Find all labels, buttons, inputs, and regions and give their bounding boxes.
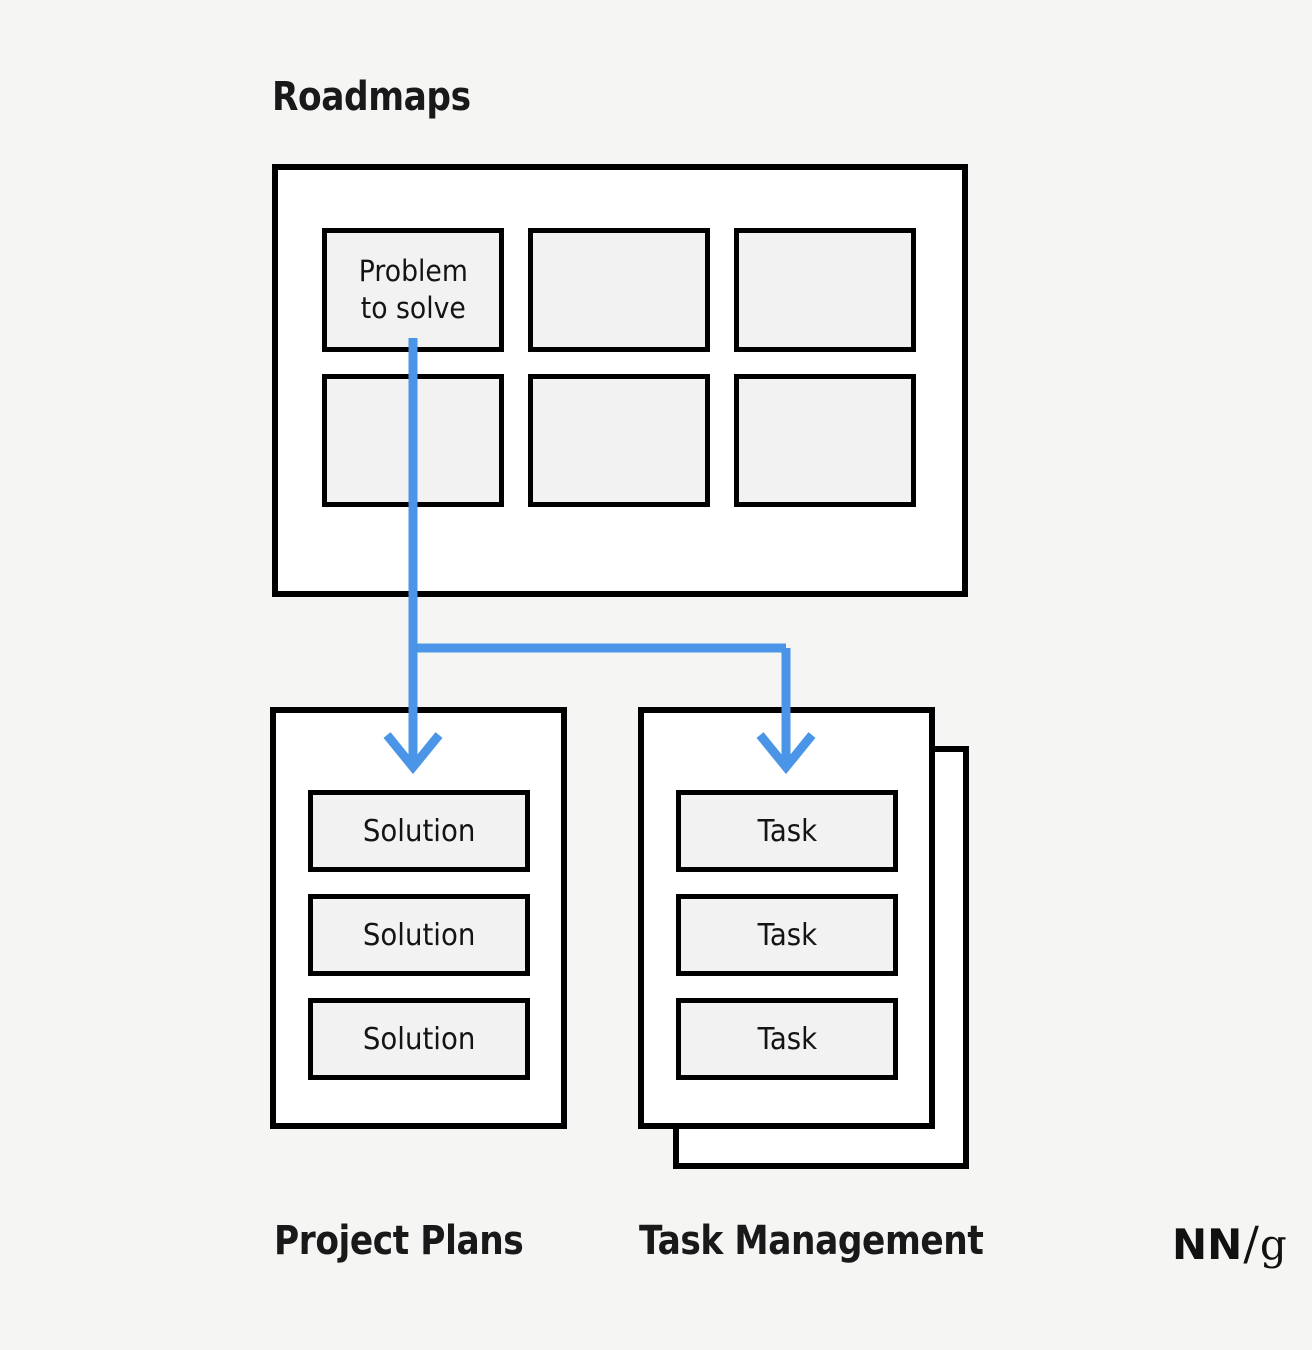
roadmap-panel: Problem to solve [272,164,968,597]
roadmap-cell-label: Problem to solve [358,253,468,325]
caption-task-management: Task Management [639,1218,984,1264]
list-item[interactable]: Solution [308,998,530,1080]
solution-list: Solution Solution Solution [308,790,530,1080]
task-management-panel: Task Task Task [638,707,935,1129]
logo-nn-text: NN [1172,1220,1243,1269]
solution-label: Solution [362,917,476,953]
list-item[interactable]: Task [676,894,898,976]
roadmap-cell-grid: Problem to solve [322,228,920,507]
logo-slash-text: / [1243,1216,1259,1270]
nng-logo: NN / g [1172,1216,1287,1270]
roadmap-cell-5[interactable] [528,374,710,507]
project-plans-panel: Solution Solution Solution [270,707,567,1129]
roadmap-cell-6[interactable] [734,374,916,507]
list-item[interactable]: Task [676,998,898,1080]
task-label: Task [757,813,817,849]
list-item[interactable]: Solution [308,790,530,872]
roadmap-cell-2[interactable] [528,228,710,352]
task-label: Task [757,1021,817,1057]
task-label: Task [757,917,817,953]
logo-g-text: g [1259,1220,1287,1269]
page-title: Roadmaps [272,74,471,120]
list-item[interactable]: Task [676,790,898,872]
solution-label: Solution [362,1021,476,1057]
roadmap-cell-4[interactable] [322,374,504,507]
caption-project-plans: Project Plans [274,1218,524,1264]
task-list: Task Task Task [676,790,898,1080]
solution-label: Solution [362,813,476,849]
list-item[interactable]: Solution [308,894,530,976]
roadmap-cell-3[interactable] [734,228,916,352]
roadmap-cell-problem-to-solve[interactable]: Problem to solve [322,228,504,352]
